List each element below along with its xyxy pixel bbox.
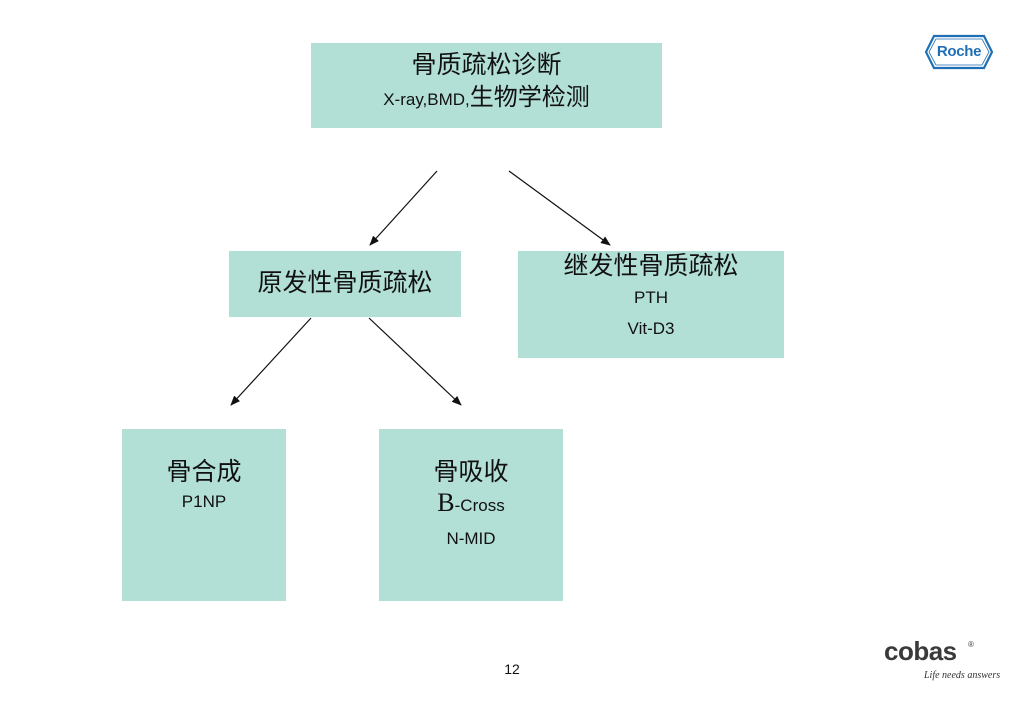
cobas-tagline: Life needs answers: [924, 670, 1001, 681]
node-bone-resorption: 骨吸收 B-Cross N-MID: [379, 429, 563, 601]
page-number: 12: [504, 661, 520, 677]
node-secondary-osteoporosis: 继发性骨质疏松 PTH Vit-D3: [518, 251, 784, 358]
node-formation-title: 骨合成: [166, 457, 242, 486]
node-root-title: 骨质疏松诊断: [411, 50, 562, 79]
node-secondary-title: 继发性骨质疏松: [563, 251, 739, 280]
node-secondary-marker-vitd3: Vit-D3: [627, 319, 675, 338]
roche-logo-text: Roche: [936, 43, 982, 60]
node-resorption-marker-bcross-initial: B: [437, 488, 455, 517]
arrow-primary-to-formation: [230, 317, 312, 406]
node-resorption-marker-nmid: N-MID: [446, 529, 496, 548]
node-bone-formation: 骨合成 P1NP: [122, 429, 286, 601]
node-formation-marker-p1np: P1NP: [181, 492, 227, 511]
cobas-logo-text: cobas: [884, 636, 957, 666]
node-root-subtitle-cjk: 生物学检测: [469, 83, 590, 111]
node-resorption-marker-bcross-rest: -Cross: [454, 496, 505, 515]
roche-logo-icon: [924, 34, 994, 70]
cobas-logo: cobas ® Life needs answers: [884, 636, 1004, 686]
arrow-root-to-primary: [369, 170, 438, 246]
cobas-registered-mark: ®: [968, 640, 974, 649]
node-root-subtitle: X-ray,BMD,生物学检测: [311, 82, 662, 115]
node-secondary-marker-pth: PTH: [634, 288, 668, 307]
node-resorption-marker-bcross: B-Cross: [379, 489, 563, 520]
node-primary-title: 原发性骨质疏松: [257, 268, 433, 297]
arrow-primary-to-resorption: [368, 317, 462, 406]
node-osteoporosis-diagnosis: 骨质疏松诊断 X-ray,BMD,生物学检测: [311, 43, 662, 128]
node-resorption-title: 骨吸收: [433, 457, 509, 486]
node-primary-osteoporosis: 原发性骨质疏松: [229, 251, 461, 317]
node-root-subtitle-latin: X-ray,BMD,: [383, 90, 470, 109]
arrow-root-to-secondary: [508, 170, 611, 246]
